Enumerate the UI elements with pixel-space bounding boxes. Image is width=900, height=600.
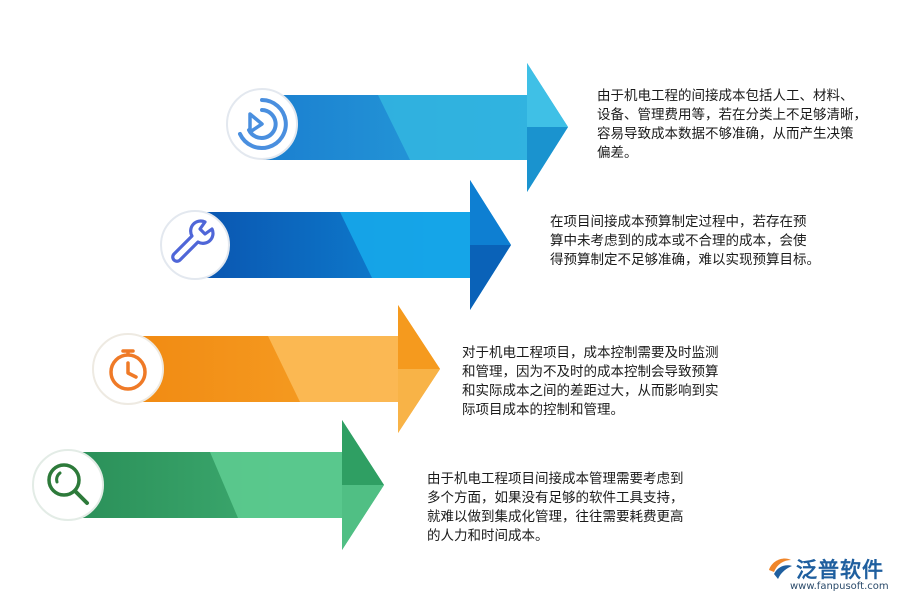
logo-mark-icon bbox=[769, 558, 792, 579]
description-1: 由于机电工程的间接成本包括人工、材料、 设备、管理费用等，若在分类上不足够清晰，… bbox=[597, 88, 867, 161]
description-3: 对于机电工程项目，成本控制需要及时监测 和管理，因为不及时的成本控制会导致预算 … bbox=[462, 345, 719, 418]
stopwatch-icon bbox=[92, 333, 164, 405]
description-4: 由于机电工程项目间接成本管理需要考虑到 多个方面，如果没有足够的软件工具支持， … bbox=[427, 471, 684, 544]
wrench-icon bbox=[160, 210, 230, 280]
arrow-3 bbox=[128, 305, 440, 433]
arrow-4 bbox=[68, 420, 384, 550]
arrow-1 bbox=[262, 63, 568, 192]
magnifier-icon bbox=[32, 449, 104, 521]
description-2: 在项目间接成本预算制定过程中，若存在预 算中未考虑到的成本或不合理的成本，会使 … bbox=[550, 214, 820, 268]
arrow-2 bbox=[195, 180, 511, 310]
logo-url: www.fanpusoft.com bbox=[790, 581, 889, 592]
pie-chart-icon bbox=[226, 88, 298, 160]
logo-name: 泛普软件 bbox=[796, 558, 884, 582]
brand-logo: 泛普软件 www.fanpusoft.com bbox=[766, 552, 896, 598]
